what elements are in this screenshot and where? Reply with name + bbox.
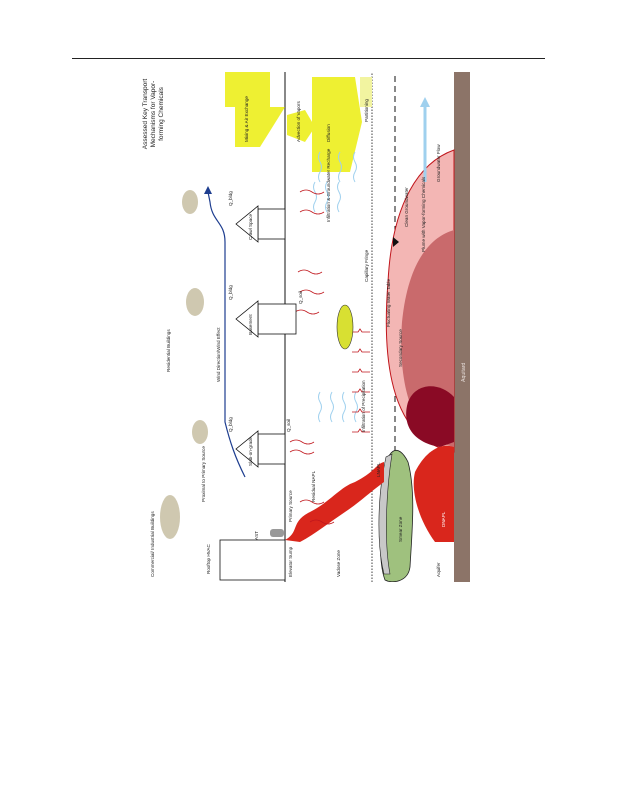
transport-arrows — [225, 72, 372, 172]
label-advection: Advection of Vapors — [296, 101, 301, 142]
label-water-table: Fluctuating Water Table — [386, 279, 391, 327]
label-qbldg-2: Q_bldg — [228, 285, 233, 300]
ast-tank — [270, 529, 284, 537]
label-commercial: Commercial/ Industrial Buildings — [150, 511, 155, 577]
label-infiltration-gw: Infiltration & Groundwater Recharge — [326, 148, 331, 222]
clay-lens — [336, 304, 354, 350]
label-ast: AST — [254, 531, 259, 540]
label-diffusion: Diffusion — [326, 124, 331, 142]
wind-direction-line — [207, 191, 246, 478]
label-qbldg-1: Q_bldg — [228, 417, 233, 432]
plume-core — [406, 386, 454, 447]
house-slab — [235, 430, 286, 468]
vapor-intrusion-diagram: Assessed Key Transport Mechanisms for Va… — [142, 72, 470, 582]
label-slab: Slab-on-grade — [248, 436, 253, 466]
label-hvac: Rooftop HVAC — [206, 544, 211, 574]
commercial-building — [219, 539, 286, 581]
label-smear: Smear Zone — [398, 516, 403, 542]
label-basement: Basement — [248, 314, 253, 335]
dnapl-body — [413, 445, 454, 542]
label-wind: Wind Direction/Wind Effect — [216, 327, 221, 382]
lnapl-layer — [378, 453, 393, 575]
water-table-symbol — [393, 237, 399, 247]
label-proximal: Proximal to Primary Source — [201, 446, 206, 502]
label-residential: Residential Buildings — [166, 329, 171, 372]
label-gw-flow: Groundwater Flow — [436, 144, 441, 182]
diffusion-arrow — [312, 77, 362, 172]
label-aquifer: Aquifer — [436, 562, 441, 577]
exhaust-clouds — [160, 190, 208, 539]
label-dnapl: DNAPL — [441, 511, 446, 527]
label-lnapl: LNAPL — [376, 462, 381, 477]
aquitard-layer — [454, 72, 470, 582]
label-primary: Primary Source — [288, 490, 293, 522]
label-mixing: Mixing & Air Exchange — [244, 96, 249, 142]
house-crawlspace — [235, 205, 286, 243]
label-qsoil-1: Q_soil — [286, 419, 291, 432]
label-partitioning: Partitioning — [364, 99, 369, 122]
mixing-arrow — [225, 72, 285, 147]
figure-title: Assessed Key Transport Mechanisms for Va… — [142, 78, 165, 150]
figure-title-box: Assessed Key Transport Mechanisms for Va… — [142, 78, 165, 150]
label-plume: Plume with Vapor-forming Chemicals — [421, 176, 426, 252]
partitioning-arrow — [360, 77, 372, 107]
label-crawl: Crawl Space — [248, 214, 253, 240]
page-header-rule — [72, 58, 545, 59]
label-clean-gw: Clean Groundwater — [404, 187, 409, 227]
label-secondary: Secondary Source — [398, 329, 403, 367]
groundwater-flow-arrowhead — [420, 97, 430, 107]
label-capillary: Capillary Fringe — [364, 249, 369, 282]
label-residual: Residual NAPL — [311, 470, 316, 502]
wind-arrowhead — [204, 186, 212, 194]
label-qsoil-2: Q_soil — [298, 291, 303, 304]
label-qbldg-3: Q_bldg — [228, 191, 233, 206]
label-elevator: Elevator Sump — [288, 546, 293, 577]
advection-arrow — [287, 110, 315, 142]
label-aquitard: Aquitard — [461, 363, 467, 382]
label-vadose: Vadose Zone — [336, 550, 341, 577]
infiltration-waves — [313, 151, 358, 423]
house-basement — [235, 300, 297, 338]
label-infiltration-precip: Infiltration of Precipitation — [361, 380, 366, 432]
vapor-migration-wiggles — [289, 189, 370, 525]
primary-source-plume — [285, 462, 384, 542]
